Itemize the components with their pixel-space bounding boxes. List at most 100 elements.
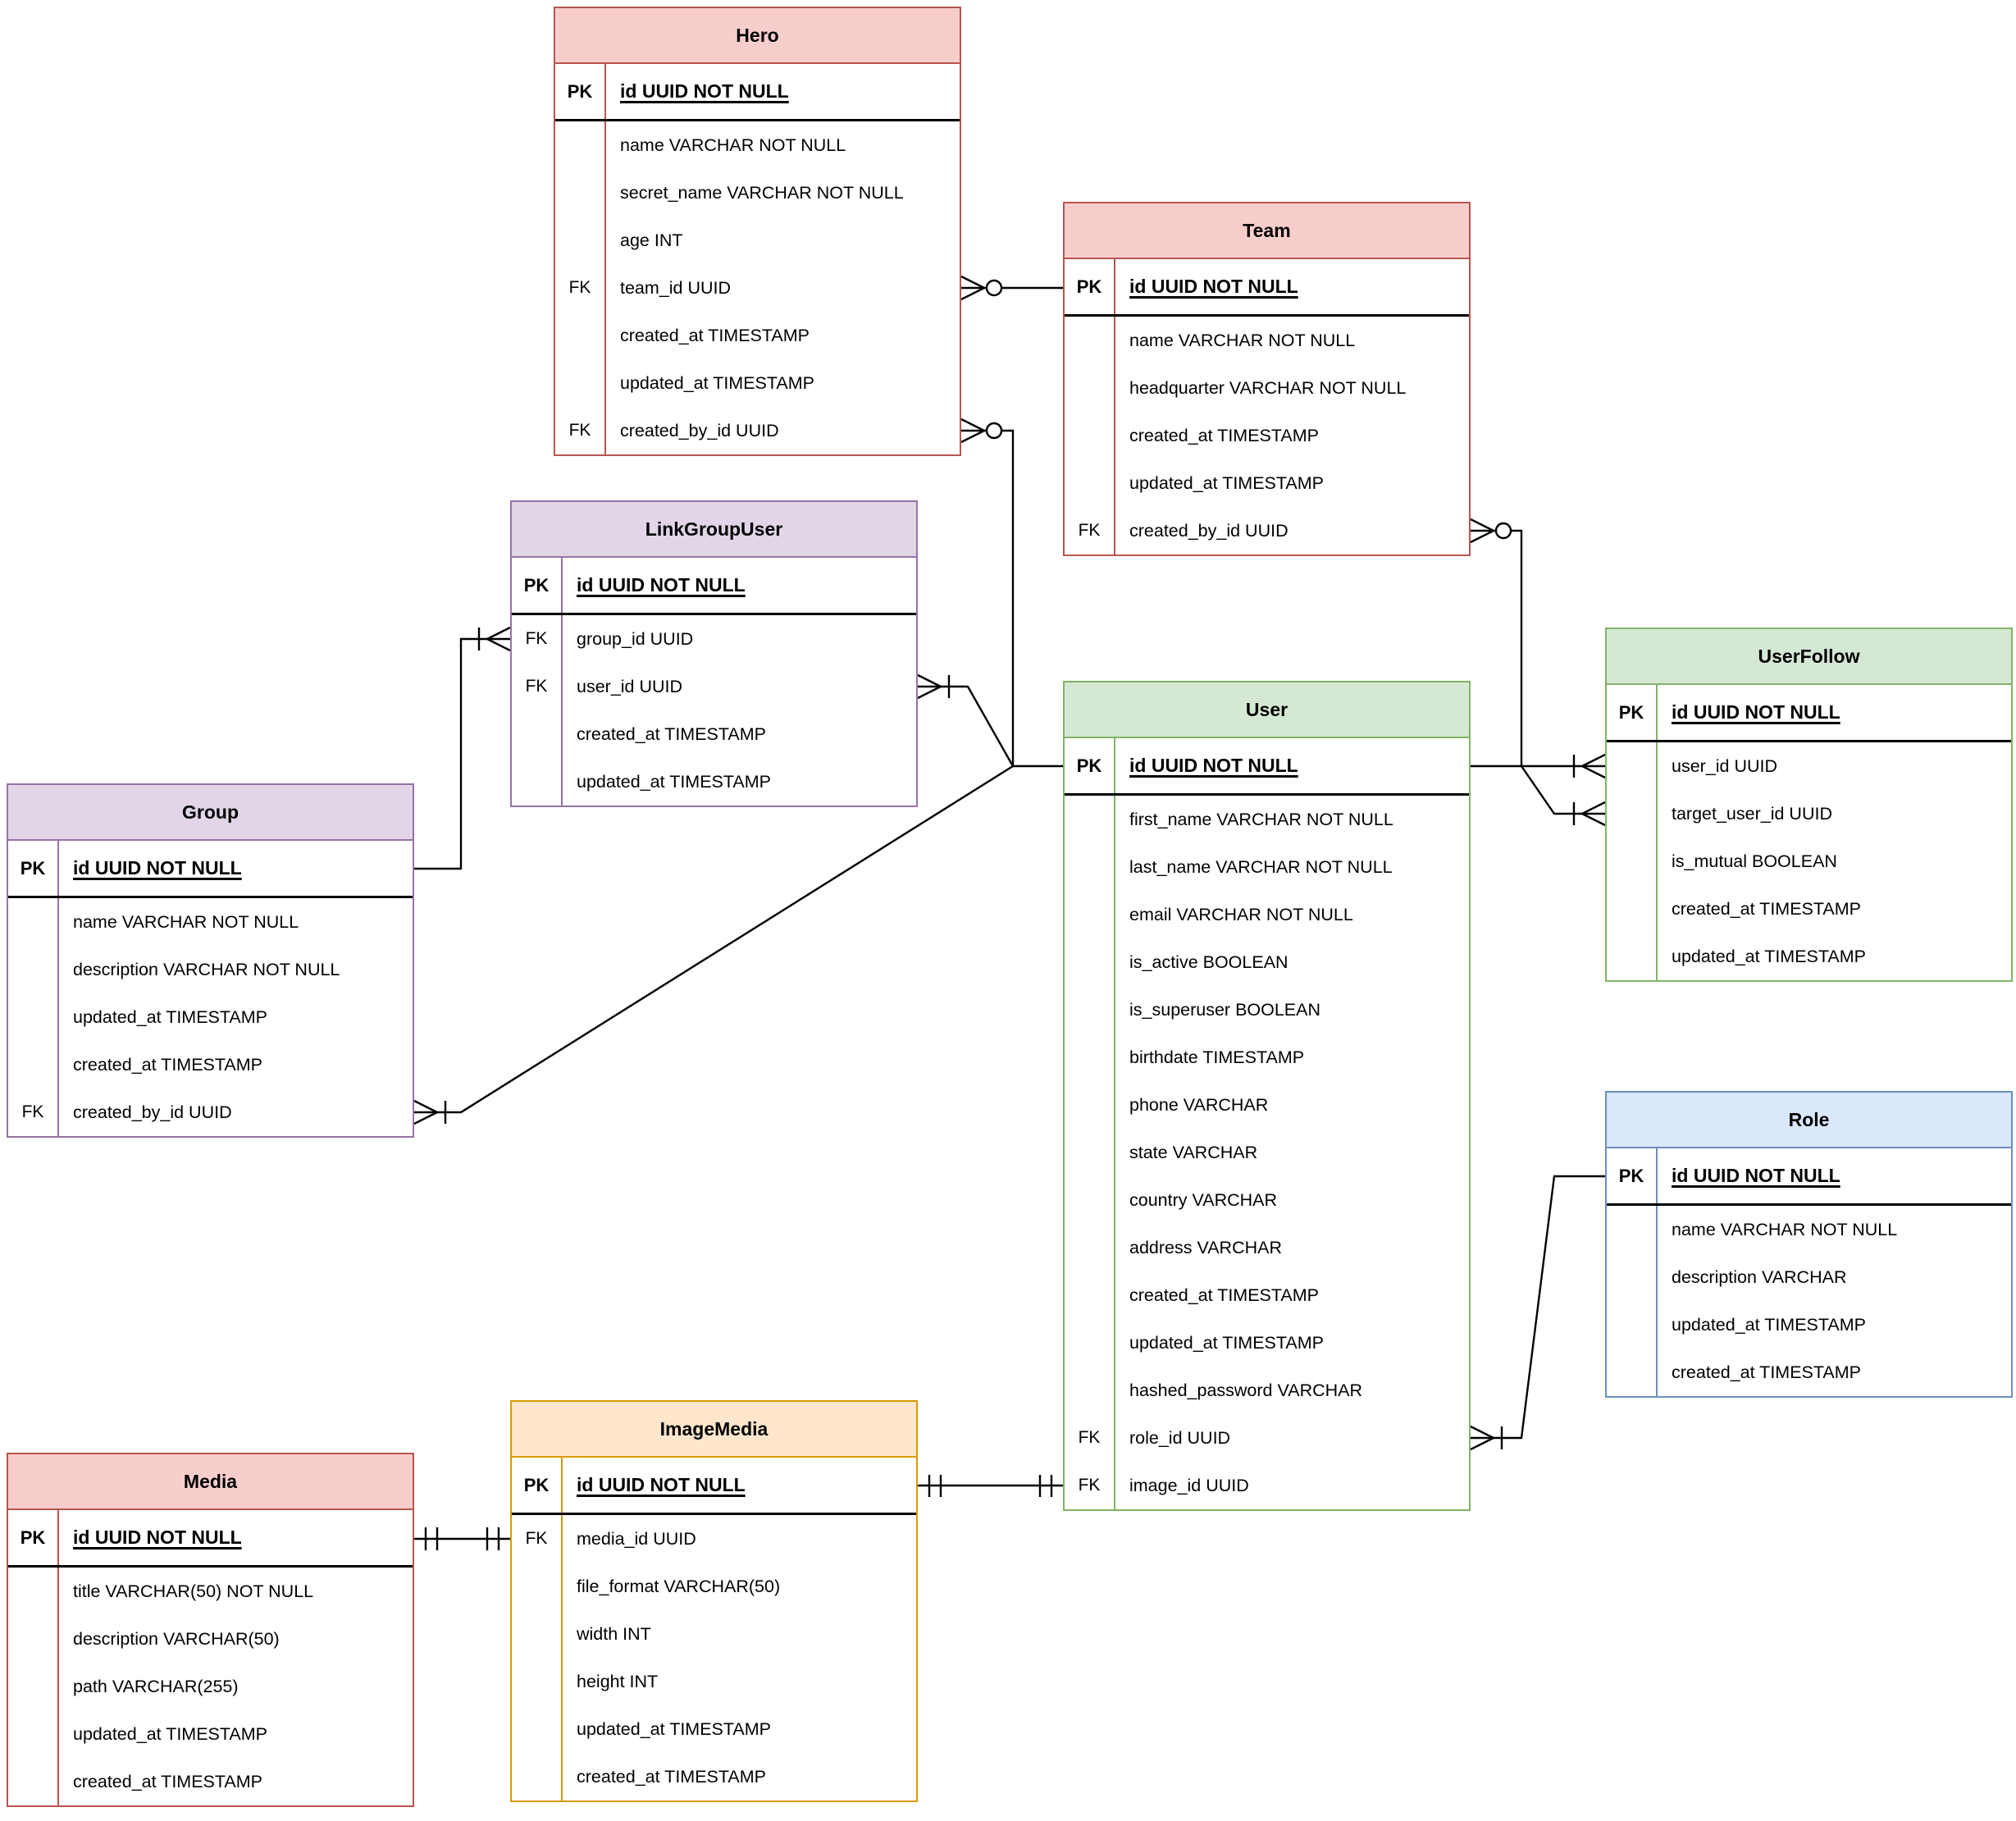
relationship-hero-user [960,418,1063,768]
relationship-team-user [1470,518,1523,766]
entity-row: first_name VARCHAR NOT NULL [1065,796,1469,843]
column-label: state VARCHAR [1129,1142,1258,1162]
entity-title: Group [8,785,413,841]
entity-row: last_name VARCHAR NOT NULL [1065,843,1469,891]
column-label: updated_at TIMESTAMP [620,372,815,393]
pk-key-label: PK [555,64,606,119]
entity-row: address VARCHAR [1065,1224,1469,1271]
column-label: image_id UUID [1129,1475,1249,1495]
column-label: updated_at TIMESTAMP [1672,1314,1867,1335]
empty-key-cell [8,1041,59,1088]
empty-key-cell [1065,1224,1115,1271]
empty-key-cell [555,169,606,217]
relationship-user-userfollow-target-user-id [1521,765,1606,827]
entity-row: description VARCHAR(50) [8,1615,413,1663]
empty-key-cell [8,1568,59,1615]
empty-key-cell [555,121,606,169]
empty-key-cell [1607,1253,1658,1301]
column-label: updated_at TIMESTAMP [577,771,772,792]
crow-foot-icon [1470,518,1494,544]
column-label: created_at TIMESTAMP [73,1771,263,1791]
entity-row: PK id UUID NOT NULL [8,841,413,898]
entity-row: width INT [512,1610,916,1658]
one-tick-icon [928,1475,1053,1497]
relationship-linkgroupuser-group [414,626,511,870]
entity-row: country VARCHAR [1065,1176,1469,1224]
empty-key-cell [1065,1129,1115,1176]
entity-row: created_at TIMESTAMP [555,312,960,359]
empty-key-cell [1065,796,1115,843]
entity-row: is_active BOOLEAN [1065,938,1469,986]
empty-key-cell [8,898,59,946]
empty-key-cell [1607,790,1658,837]
entity-row: created_at TIMESTAMP [1065,1271,1469,1319]
column-label: name VARCHAR NOT NULL [1672,1219,1898,1239]
connector-line [1521,765,1605,815]
empty-key-cell [555,217,606,264]
column-label: country VARCHAR [1129,1189,1278,1210]
relationship-media-imagemedia [414,1527,510,1550]
empty-key-cell [1607,885,1658,933]
empty-key-cell [1065,1271,1115,1319]
crow-foot-icon [1470,1425,1494,1451]
column-label: created_at TIMESTAMP [577,723,767,744]
column-label: created_at TIMESTAMP [1129,1285,1320,1305]
column-label: id UUID NOT NULL [73,857,242,879]
entity-row: created_at TIMESTAMP [1065,412,1469,459]
connector-line [414,637,510,870]
empty-key-cell [8,1710,59,1758]
entity-row: updated_at TIMESTAMP [1065,1319,1469,1367]
relationship-imagemedia-user [918,1475,1063,1497]
entity-title: Role [1607,1093,2011,1148]
column-label: id UUID NOT NULL [1672,1165,1840,1186]
pk-key-label: PK [512,1458,563,1513]
entity-title: LinkGroupUser [512,502,916,558]
relationship-hero-team [960,275,1063,301]
column-label: created_at TIMESTAMP [620,325,810,345]
column-label: name VARCHAR NOT NULL [1129,330,1356,350]
entity-title: Team [1065,203,1469,259]
column-label: id UUID NOT NULL [1129,276,1298,297]
entity-row: headquarter VARCHAR NOT NULL [1065,364,1469,412]
pk-key-label: PK [1607,1148,1658,1203]
fk-key-label: FK [1065,507,1115,555]
connector-line [1471,529,1523,766]
empty-key-cell [512,1705,563,1753]
connector-line [961,429,1063,768]
column-label: updated_at TIMESTAMP [577,1718,772,1739]
entity-row: PK id UUID NOT NULL [1607,1148,2011,1206]
empty-key-cell [555,312,606,359]
empty-key-cell [1065,938,1115,986]
empty-key-cell [8,1758,59,1805]
empty-key-cell [1065,459,1115,507]
column-label: is_mutual BOOLEAN [1672,851,1837,871]
entity-row: name VARCHAR NOT NULL [555,121,960,169]
pk-key-label: PK [8,1510,59,1565]
empty-key-cell [1607,1349,1658,1396]
column-label: id UUID NOT NULL [577,1474,746,1495]
empty-key-cell [1065,1367,1115,1414]
entity-row: updated_at TIMESTAMP [1065,459,1469,507]
entity-row: age INT [555,217,960,264]
fk-key-label: FK [1065,1414,1115,1462]
column-label: updated_at TIMESTAMP [1129,472,1325,493]
column-label: updated_at TIMESTAMP [73,1723,268,1744]
entity-row: updated_at TIMESTAMP [8,993,413,1041]
entity-row: name VARCHAR NOT NULL [8,898,413,946]
entity-row: created_at TIMESTAMP [8,1758,413,1805]
pk-key-label: PK [8,841,59,896]
empty-key-cell [512,1610,563,1658]
empty-key-cell [1065,891,1115,938]
column-label: description VARCHAR NOT NULL [73,959,340,979]
